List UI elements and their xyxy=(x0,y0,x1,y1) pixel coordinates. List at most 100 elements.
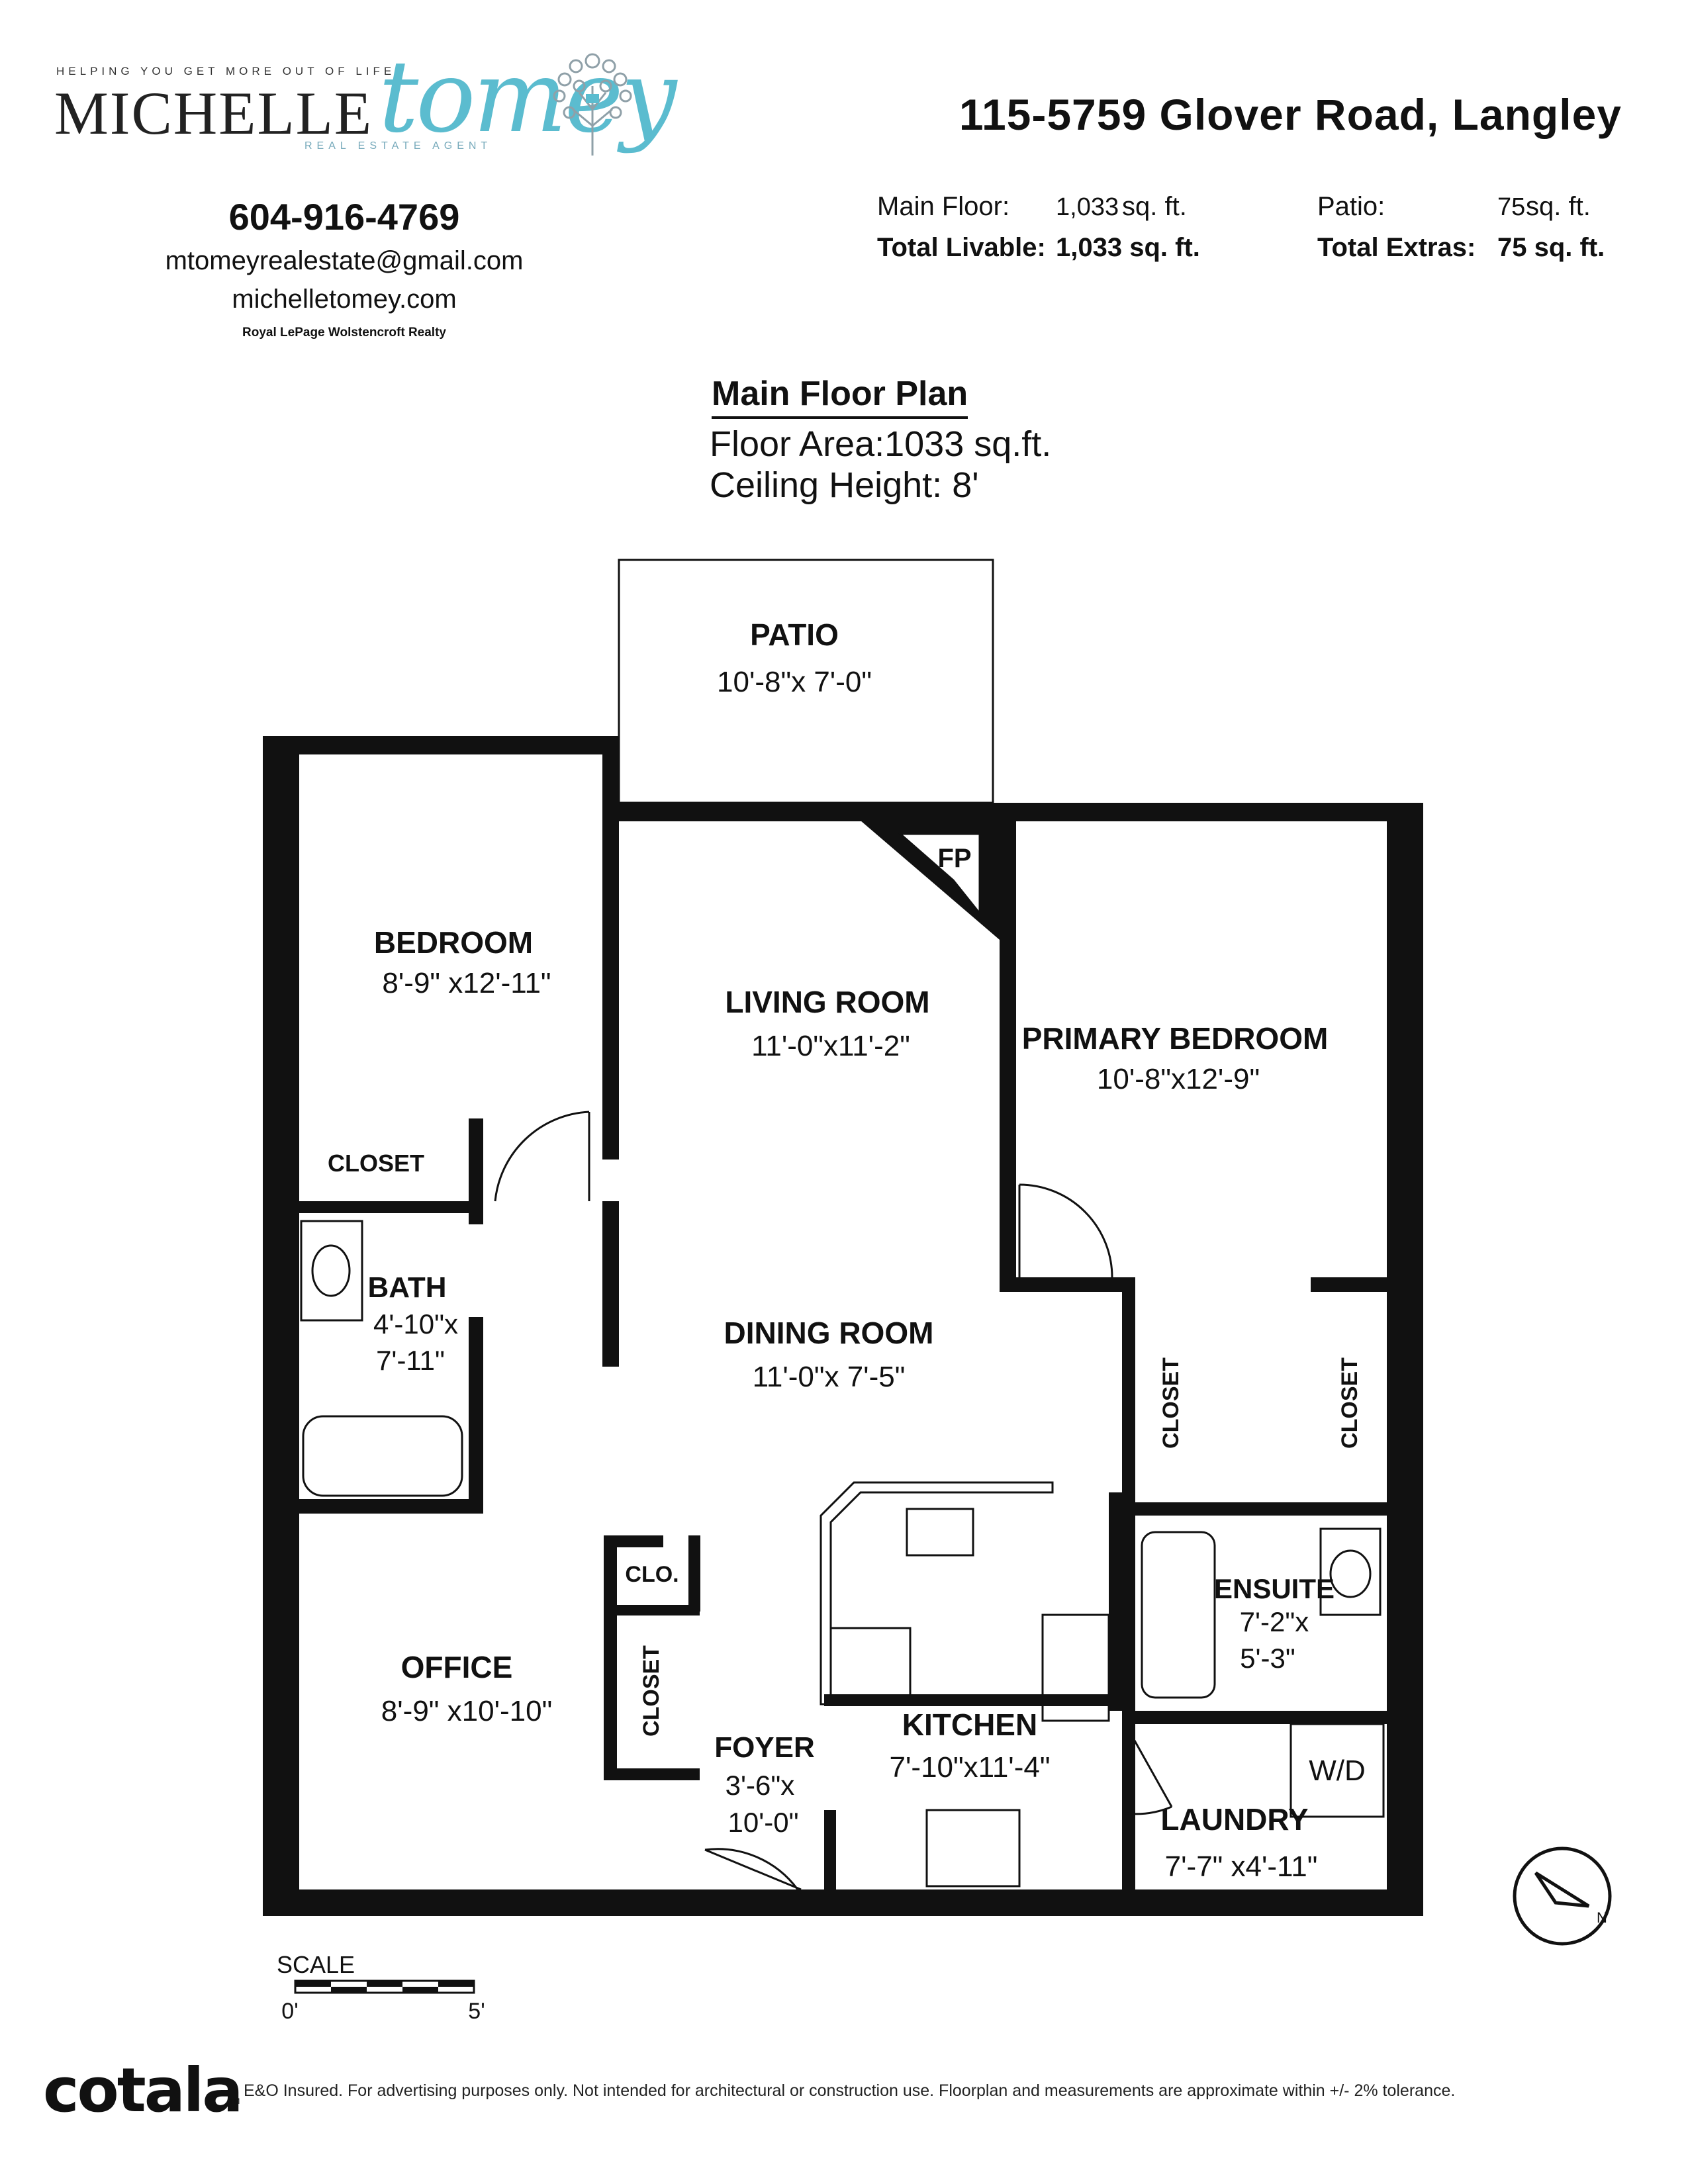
patio-door xyxy=(651,801,812,813)
room-dining-name: DINING ROOM xyxy=(724,1316,934,1350)
wall xyxy=(604,1535,617,1780)
room-laundry-name: LAUNDRY xyxy=(1160,1802,1308,1837)
primary-window xyxy=(1101,804,1302,816)
wall xyxy=(299,1201,483,1213)
scale-bar xyxy=(294,1979,475,1994)
wall xyxy=(688,1535,700,1612)
scale-start: 0' xyxy=(281,1999,298,2024)
brand-subtitle: REAL ESTATE AGENT xyxy=(305,140,492,152)
primary-door xyxy=(1019,1183,1113,1278)
wall xyxy=(1311,1277,1390,1292)
bedroom-window xyxy=(361,738,536,750)
room-kitchen-dims: 7'-10"x11'-4" xyxy=(890,1751,1051,1784)
wall xyxy=(604,1535,663,1547)
total-extras-label: Total Extras: xyxy=(1317,233,1476,262)
ensuite-tub xyxy=(1141,1531,1216,1699)
room-closet-left-name: CLOSET xyxy=(1158,1357,1184,1449)
room-office-name: OFFICE xyxy=(401,1650,513,1684)
bath-sink xyxy=(300,1220,363,1322)
stove xyxy=(1041,1614,1110,1722)
room-ensuite-name: ENSUITE xyxy=(1214,1573,1335,1604)
room-kitchen-name: KITCHEN xyxy=(902,1707,1037,1742)
brokerage-name: Royal LePage Wolstencroft Realty xyxy=(242,326,446,340)
room-foyer-dims2: 10'-0" xyxy=(728,1807,799,1838)
washer-dryer xyxy=(1289,1723,1385,1818)
total-livable-label: Total Livable: xyxy=(877,233,1046,262)
room-fp-name: FP xyxy=(937,844,971,873)
tree-icon xyxy=(553,53,632,156)
main-floor-unit: sq. ft. xyxy=(1122,192,1187,221)
contact-phone[interactable]: 604-916-4769 xyxy=(228,196,460,238)
wall xyxy=(1387,803,1423,1916)
room-bath-name: BATH xyxy=(368,1271,447,1304)
brand-tagline: HELPING YOU GET MORE OUT OF LIFE xyxy=(56,65,396,77)
laundry-door xyxy=(1124,1723,1173,1807)
ensuite-sink xyxy=(1319,1527,1382,1616)
wall xyxy=(469,1317,483,1514)
wall xyxy=(469,1118,483,1224)
wall xyxy=(602,1201,619,1367)
wall xyxy=(1000,1277,1132,1292)
room-primary-name: PRIMARY BEDROOM xyxy=(1022,1021,1329,1056)
room-laundry-dims: 7'-7" x4'-11" xyxy=(1165,1850,1318,1883)
main-floor-value: 1,033 xyxy=(1056,193,1119,221)
wall xyxy=(604,1605,700,1615)
room-closet-foyer-name: CLOSET xyxy=(639,1645,664,1737)
kitchen-counter xyxy=(820,1481,1054,1706)
room-primary-dims: 10'-8"x12'-9" xyxy=(1097,1063,1260,1095)
room-living-dims: 11'-0"x11'-2" xyxy=(751,1030,910,1062)
wall xyxy=(263,736,299,1916)
property-address: 115-5759 Glover Road, Langley xyxy=(959,90,1622,139)
room-closet-name: CLOSET xyxy=(328,1150,424,1177)
room-living-name: LIVING ROOM xyxy=(725,985,929,1019)
floor-area: Floor Area:1033 sq.ft. xyxy=(710,424,1052,464)
compass-letter: N xyxy=(1597,1909,1607,1926)
plan-title: Main Floor Plan xyxy=(712,374,968,419)
room-dining-dims: 11'-0"x 7'-5" xyxy=(753,1361,906,1393)
disclaimer-text: E&O Insured. For advertising purposes on… xyxy=(244,2081,1456,2100)
contact-website[interactable]: michelletomey.com xyxy=(232,285,457,314)
main-floor-label: Main Floor: xyxy=(877,192,1010,221)
wall xyxy=(1122,1502,1387,1516)
room-bath-dims2: 7'-11" xyxy=(376,1345,445,1376)
north-arrow-icon xyxy=(1513,1846,1612,1946)
bedroom-door xyxy=(494,1111,590,1202)
wall xyxy=(602,736,619,1160)
room-bedroom-dims: 8'-9" x12'-11" xyxy=(382,967,551,999)
room-bedroom-name: BEDROOM xyxy=(374,925,533,960)
room-ensuite-dims2: 5'-3" xyxy=(1240,1643,1295,1674)
room-bath-dims1: 4'-10"x xyxy=(373,1308,458,1340)
scale-end: 5' xyxy=(468,1999,485,2024)
room-foyer-dims1: 3'-6"x xyxy=(726,1770,795,1801)
bathtub xyxy=(302,1415,463,1497)
entry-door xyxy=(704,1848,802,1891)
total-extras-value: 75 sq. ft. xyxy=(1497,233,1605,262)
cotala-logo: cotala xyxy=(43,2055,243,2126)
room-patio-dims: 10'-8"x 7'-0" xyxy=(717,666,872,698)
fridge xyxy=(925,1809,1021,1888)
wall xyxy=(824,1810,836,1889)
scale-label: SCALE xyxy=(277,1951,355,1978)
room-wd-name: W/D xyxy=(1309,1754,1366,1787)
wall xyxy=(1122,1711,1387,1724)
room-ensuite-dims1: 7'-2"x xyxy=(1240,1606,1309,1637)
room-closet-right-name: CLOSET xyxy=(1337,1357,1362,1449)
patio-area-label: Patio: xyxy=(1317,192,1385,221)
ceiling-height: Ceiling Height: 8' xyxy=(710,465,979,505)
patio-area-value: 75 xyxy=(1497,193,1526,221)
room-clo-name: CLO. xyxy=(625,1562,679,1587)
brand-name: MICHELLE xyxy=(54,79,373,147)
cotala-trademark: TM xyxy=(228,2097,240,2106)
wall xyxy=(299,1499,483,1514)
room-office-dims: 8'-9" x10'-10" xyxy=(381,1695,552,1727)
patio-area-unit: sq. ft. xyxy=(1526,192,1591,221)
wall xyxy=(1122,1277,1135,1916)
wall xyxy=(1000,821,1016,1284)
room-foyer-name: FOYER xyxy=(714,1731,815,1764)
contact-email[interactable]: mtomeyrealestate@gmail.com xyxy=(165,246,524,275)
room-patio-name: PATIO xyxy=(750,617,839,652)
dishwasher xyxy=(829,1627,912,1706)
kitchen-sink xyxy=(906,1508,974,1557)
wall xyxy=(1109,1492,1122,1711)
